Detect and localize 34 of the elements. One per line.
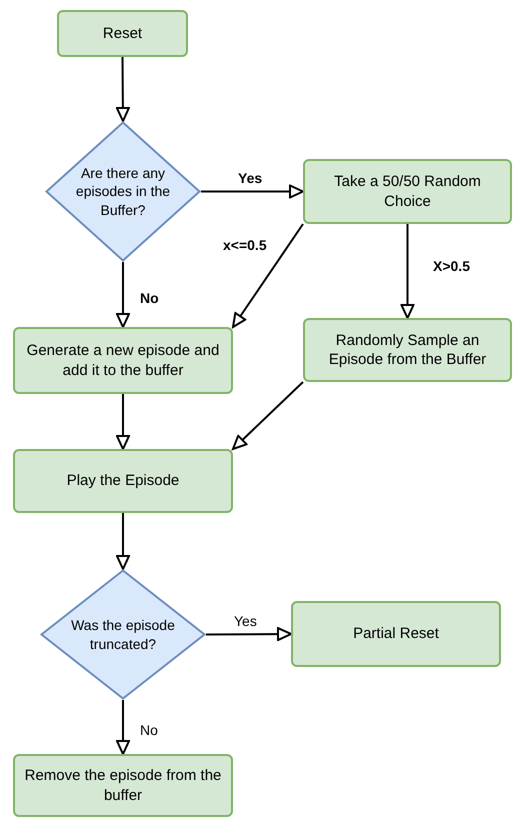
node-text: Remove the episode from the buffer [24, 766, 222, 805]
edge-label: No [139, 291, 160, 305]
node-text: Randomly Sample an Episode from the Buffer [328, 330, 488, 370]
node-text: Partial Reset [352, 624, 440, 644]
decision-diamond [40, 569, 206, 700]
node-text: Play the Episode [66, 471, 180, 491]
arrow [400, 224, 414, 319]
arrow [201, 184, 304, 198]
node-text: Generate a new episode and add it to the buffer [26, 341, 220, 380]
decision-diamond [45, 121, 201, 262]
process-box [13, 449, 233, 513]
edge-label: Yes [237, 171, 264, 185]
arrow [116, 513, 130, 570]
arrow [116, 262, 130, 328]
edge-label: X>0.5 [432, 259, 471, 273]
edge-label: Yes [233, 614, 258, 628]
process-box [291, 601, 501, 667]
process-box [303, 318, 512, 382]
process-box [303, 159, 512, 224]
node-text: Reset [102, 24, 144, 44]
arrow [232, 381, 304, 450]
node-text: Are there any episodes in the Buffer? [74, 164, 172, 219]
process-box [13, 327, 233, 394]
node-text: Take a 50/50 Random Choice [333, 172, 482, 211]
process-box [13, 754, 233, 817]
arrow [116, 57, 130, 122]
arrow [232, 223, 304, 328]
edge-label: x<=0.5 [222, 238, 268, 252]
arrow [206, 627, 292, 642]
process-box [57, 10, 188, 57]
node-text: Was the episode truncated? [70, 616, 176, 653]
arrow [116, 394, 130, 450]
edge-label: No [139, 723, 159, 737]
arrow [116, 700, 130, 755]
